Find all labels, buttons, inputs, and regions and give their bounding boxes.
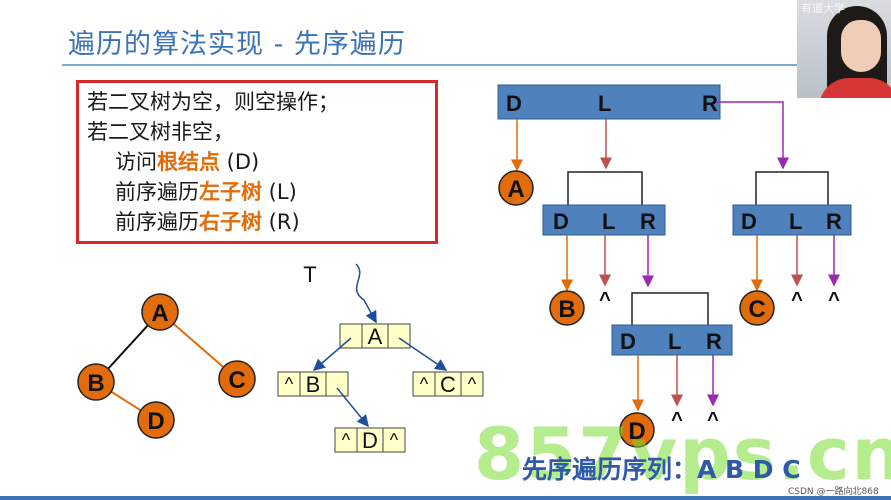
rule-visit-root-code: (D) [220,150,260,174]
linked-node-d-data: D [362,428,378,453]
rule-empty-tree: 若二叉树为空，则空操作； [87,90,339,114]
rule-traverse-right: 前序遍历右子树 (R) [87,207,435,237]
traversal-sequence: 先序遍历序列：A B D C [522,455,801,484]
null-c-right: ^ [828,289,840,311]
dlr-d-d: D [620,329,636,354]
dlr-b-d: D [553,209,569,234]
linked-node-d: ^ D ^ [334,427,406,453]
arrow-root-r [716,101,789,170]
visit-node-a: A [498,170,534,206]
linked-node-c-data: C [440,372,456,397]
rule-traverse-left: 前序遍历左子树 (L) [87,177,435,207]
rule-visit-root: 访问根结点 (D) [87,147,435,177]
rule-traverse-left-verb: 前序遍历 [115,180,199,204]
bracket-left-subtree [567,171,643,205]
binary-tree: A B C D [77,293,256,439]
pointer-a-left [312,337,352,371]
bottom-accent-bar [0,496,891,500]
rule-visit-root-highlight: 根结点 [157,150,220,174]
dlr-c-l: L [789,209,802,234]
linked-node-a-data: A [368,324,383,349]
title-divider [62,64,802,66]
tree-node-b-label: B [87,370,104,397]
presenter-shirt [819,78,891,98]
visit-node-d: D [619,412,655,448]
pointer-b-right [336,387,369,428]
algorithm-rules-box: 若二叉树为空，则空操作； 若二叉树非空， 访问根结点 (D) 前序遍历左子树 (… [76,80,438,244]
site-watermark: 857vps.cn [474,412,891,496]
dlr-d-r: R [706,329,722,354]
visit-node-a-label: A [507,176,524,203]
bracket-right-subtree [755,171,829,205]
pointer-a-right [398,337,448,371]
tree-node-a-label: A [151,300,168,327]
dlr-root-r: R [702,91,718,116]
linked-node-d-left: ^ [342,430,351,450]
null-b-left: ^ [599,289,611,311]
rule-visit-root-verb: 访问 [115,150,157,174]
linked-node-c-left: ^ [420,374,429,394]
root-pointer-arrow [355,263,377,324]
bracket-d-subtree [631,292,709,325]
recursion-diagram: D L R A D L R D L R B ^ C [497,84,852,448]
dlr-d-l: L [668,329,681,354]
visit-node-b-label: B [558,296,575,323]
null-d-left: ^ [671,409,683,431]
rule-traverse-left-code: (L) [262,180,297,204]
rule-nonempty-tree: 若二叉树非空， [87,120,234,144]
dlr-b-r: R [640,209,656,234]
rule-traverse-right-highlight: 右子树 [199,210,262,234]
linked-node-c: ^ C ^ [412,371,484,397]
tree-node-b: B [77,363,115,401]
tree-node-c-label: C [228,367,245,394]
slide-title: 遍历的算法实现 - 先序遍历 [68,29,406,60]
visit-node-c-label: C [748,296,765,323]
linked-node-b: ^ B [277,371,349,397]
rule-traverse-right-code: (R) [262,210,300,234]
dlr-bar-b [542,204,666,236]
rule-traverse-left-highlight: 左子树 [199,180,262,204]
dlr-b-l: L [602,209,615,234]
dlr-bar-d [611,324,733,356]
source-credit: CSDN @一路向北868 [788,487,879,497]
visit-node-b: B [549,290,585,326]
linked-structure: T A ^ B ^ C ^ ^ D ^ [277,262,484,453]
dlr-bar-c [732,204,852,236]
dlr-root-l: L [598,91,611,116]
linked-node-b-left: ^ [285,374,294,394]
presenter-face [841,20,881,72]
visit-node-d-label: D [628,418,645,445]
linked-node-a: A [339,323,411,349]
tree-node-d: D [137,401,175,439]
linked-node-c-right: ^ [468,374,477,394]
tree-node-c: C [218,360,256,398]
dlr-bar-root [497,84,721,120]
tree-node-d-label: D [147,408,164,435]
rule-traverse-right-verb: 前序遍历 [115,210,199,234]
null-d-right: ^ [707,409,719,431]
dlr-root-d: D [506,91,522,116]
dlr-c-r: R [826,209,842,234]
linked-node-d-right: ^ [390,430,399,450]
tree-node-a: A [141,293,179,331]
webcam-overlay-text: 有道大学 [801,2,845,15]
visit-node-c: C [739,290,775,326]
root-pointer-label: T [303,262,316,287]
webcam-video: 有道大学 [797,0,891,98]
null-c-left: ^ [791,289,803,311]
dlr-c-d: D [741,209,757,234]
linked-node-b-data: B [306,372,321,397]
